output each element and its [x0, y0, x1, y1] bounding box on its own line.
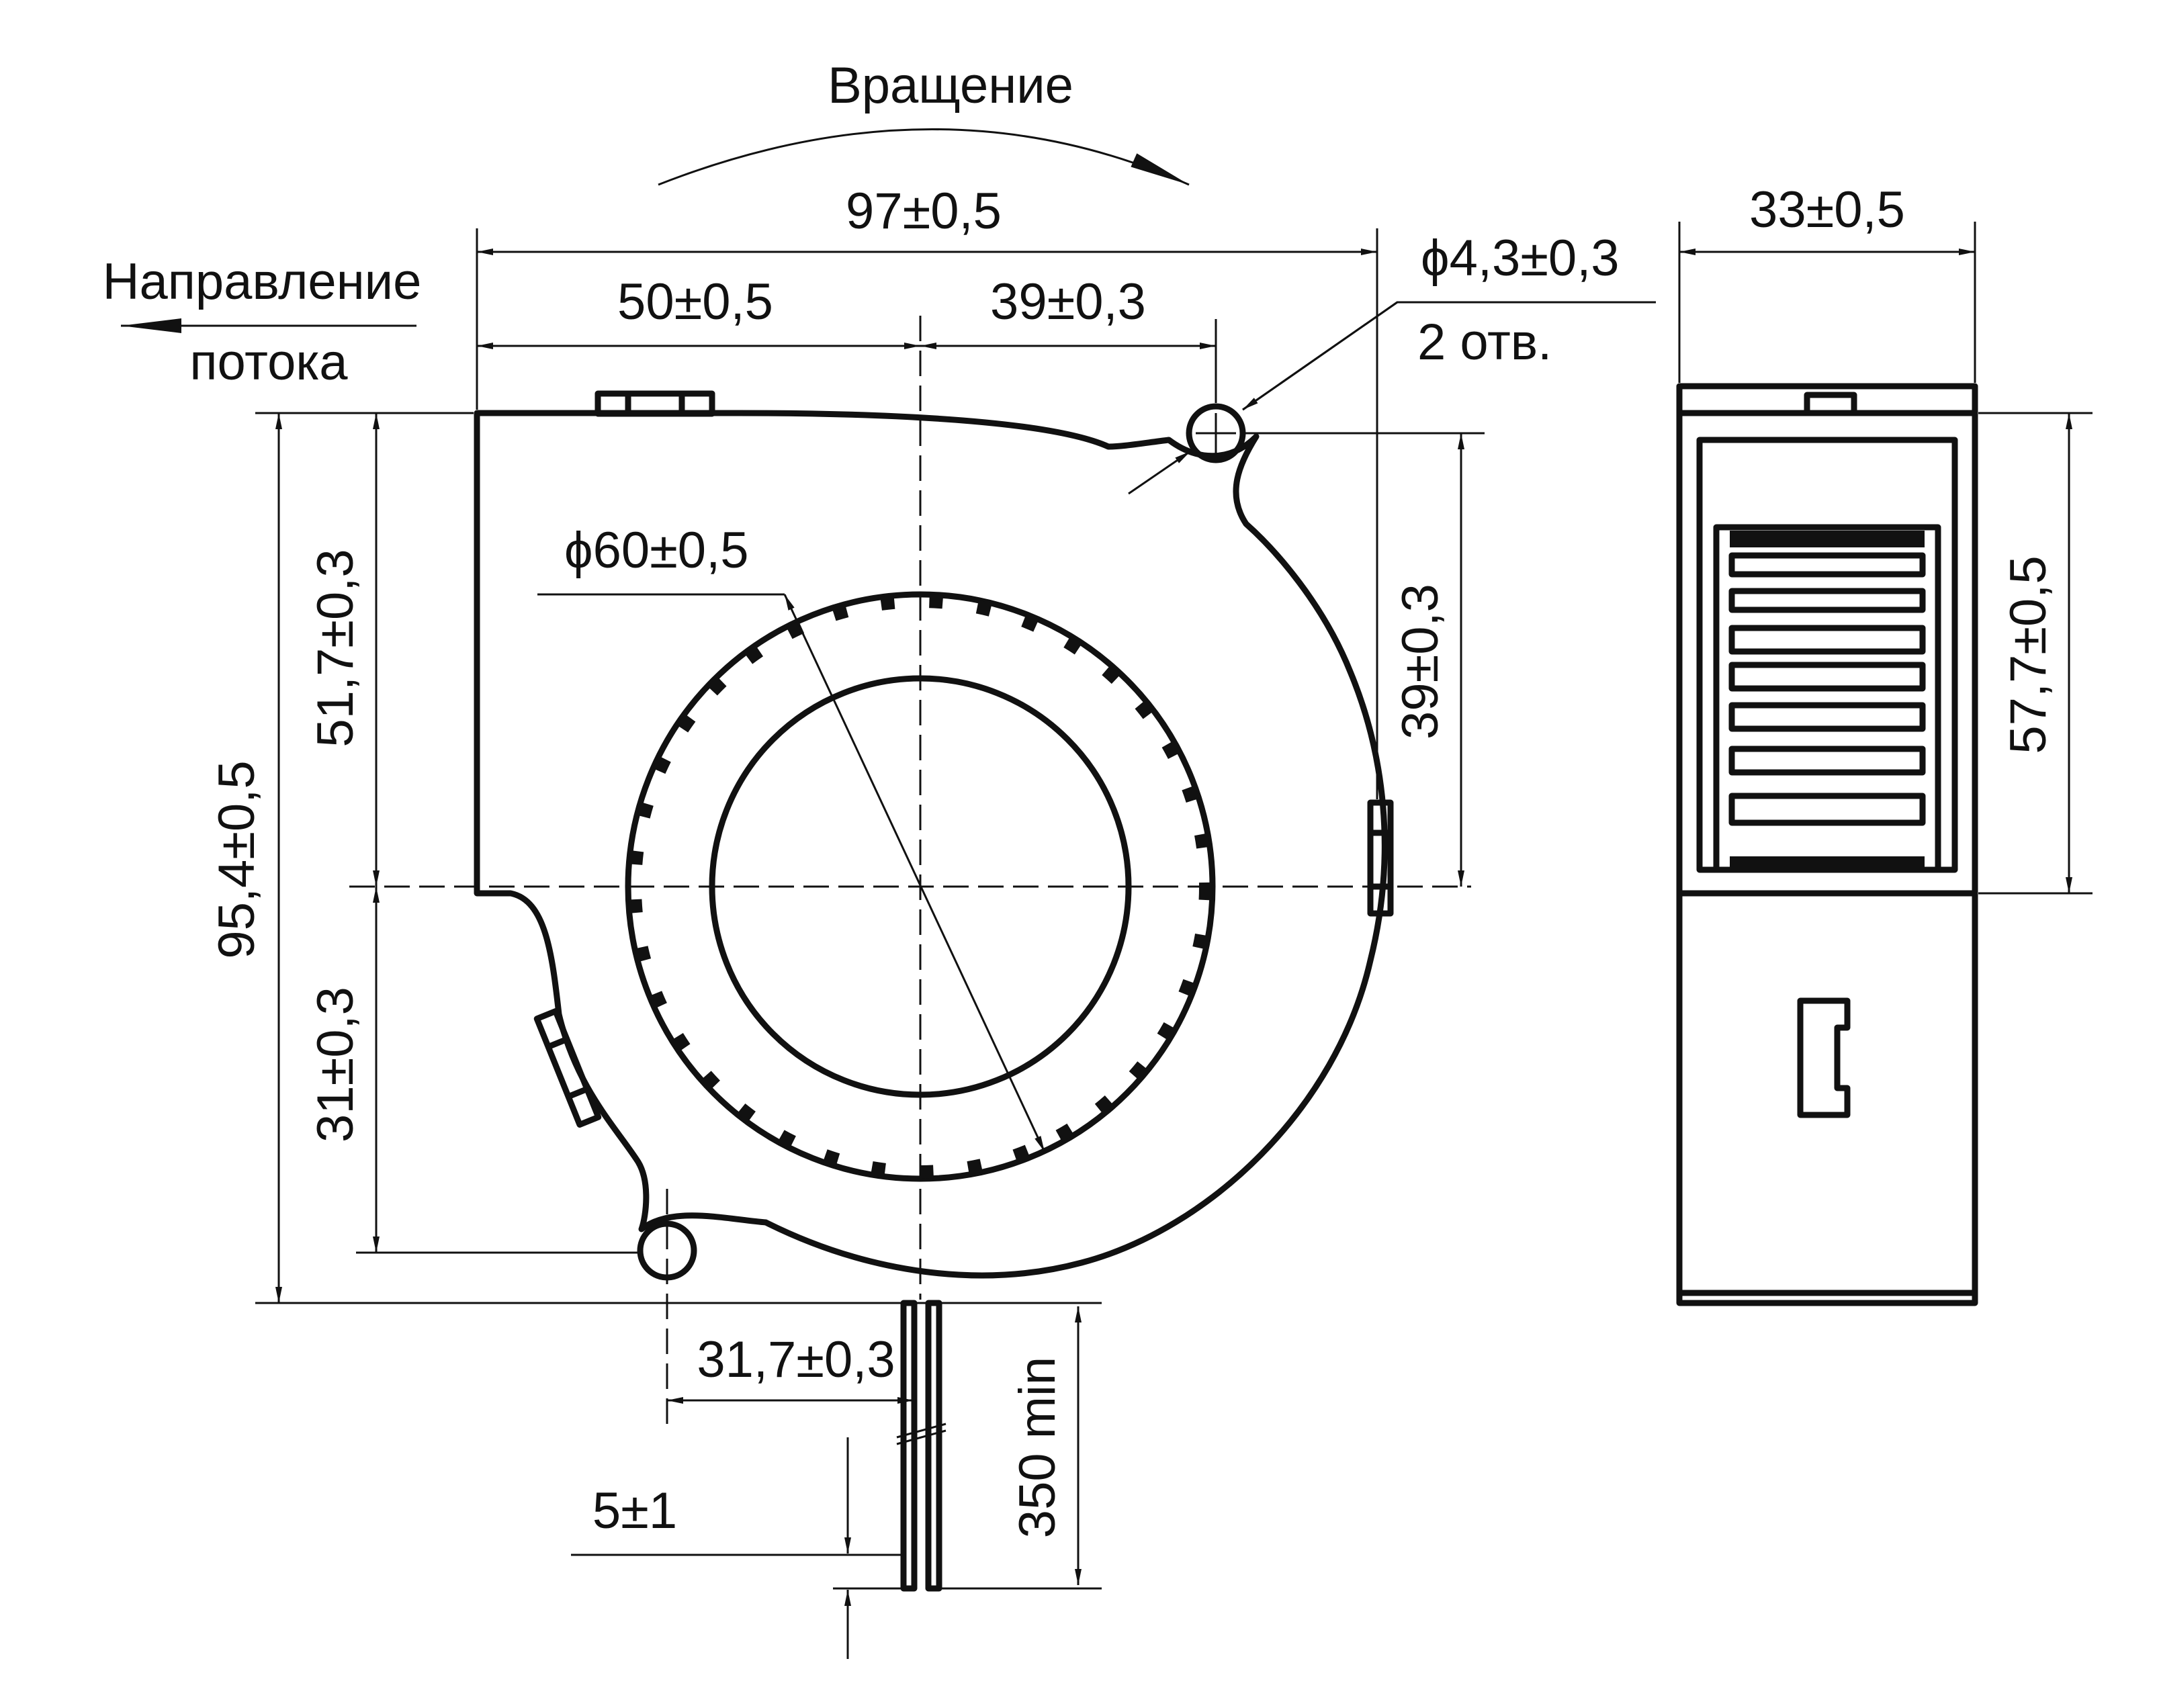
dim-height-upper: 51,7±0,3: [307, 549, 364, 747]
side-top-tab: [1804, 392, 1857, 416]
outlet-grille: [1713, 524, 1941, 873]
dim-hole-height: 39±0,3: [1392, 584, 1449, 739]
flow-label-line2: потока: [189, 334, 348, 391]
side-view: [1676, 383, 1978, 1306]
outlet-frame: [1696, 437, 1958, 873]
dim-lead-length: 350 min: [1009, 1357, 1066, 1538]
outlet-grille-slats: [1728, 531, 1926, 870]
dim-offset-right: 39±0,3: [990, 273, 1146, 330]
rotation-arrow: [658, 128, 1190, 186]
dim-width-total: 97±0,5: [846, 183, 1002, 240]
center-lines: [349, 316, 1471, 1424]
top-tab: [595, 390, 715, 417]
dimensions: Вращение Направление потока 97±0,5 50±0,…: [103, 57, 2093, 1659]
dim-hole-diameter: ϕ4,3±0,3: [1421, 230, 1620, 287]
side-view-body: [1676, 383, 1978, 1306]
connector: [1797, 997, 1851, 1118]
dim-height-total: 95,4±0,5: [208, 760, 265, 958]
left-tab: [533, 1008, 602, 1128]
dim-lead-offset: 31,7±0,3: [697, 1331, 895, 1388]
rotation-label: Вращение: [828, 57, 1073, 114]
dim-lead-strip: 5±1: [592, 1482, 677, 1539]
dim-side-height: 57,7±0,5: [2000, 555, 2057, 754]
dim-offset-left: 50±0,5: [617, 273, 773, 330]
fan-housing-outline: [474, 410, 1388, 1279]
dim-depth: 33±0,5: [1749, 181, 1905, 238]
lead-wires: [896, 1300, 947, 1592]
dim-wheel-diameter: ϕ60±0,5: [564, 522, 748, 579]
dim-hole-count: 2 отв.: [1417, 314, 1552, 371]
dim-height-lower: 31±0,3: [307, 987, 364, 1142]
flow-label-line1: Направление: [103, 253, 422, 310]
